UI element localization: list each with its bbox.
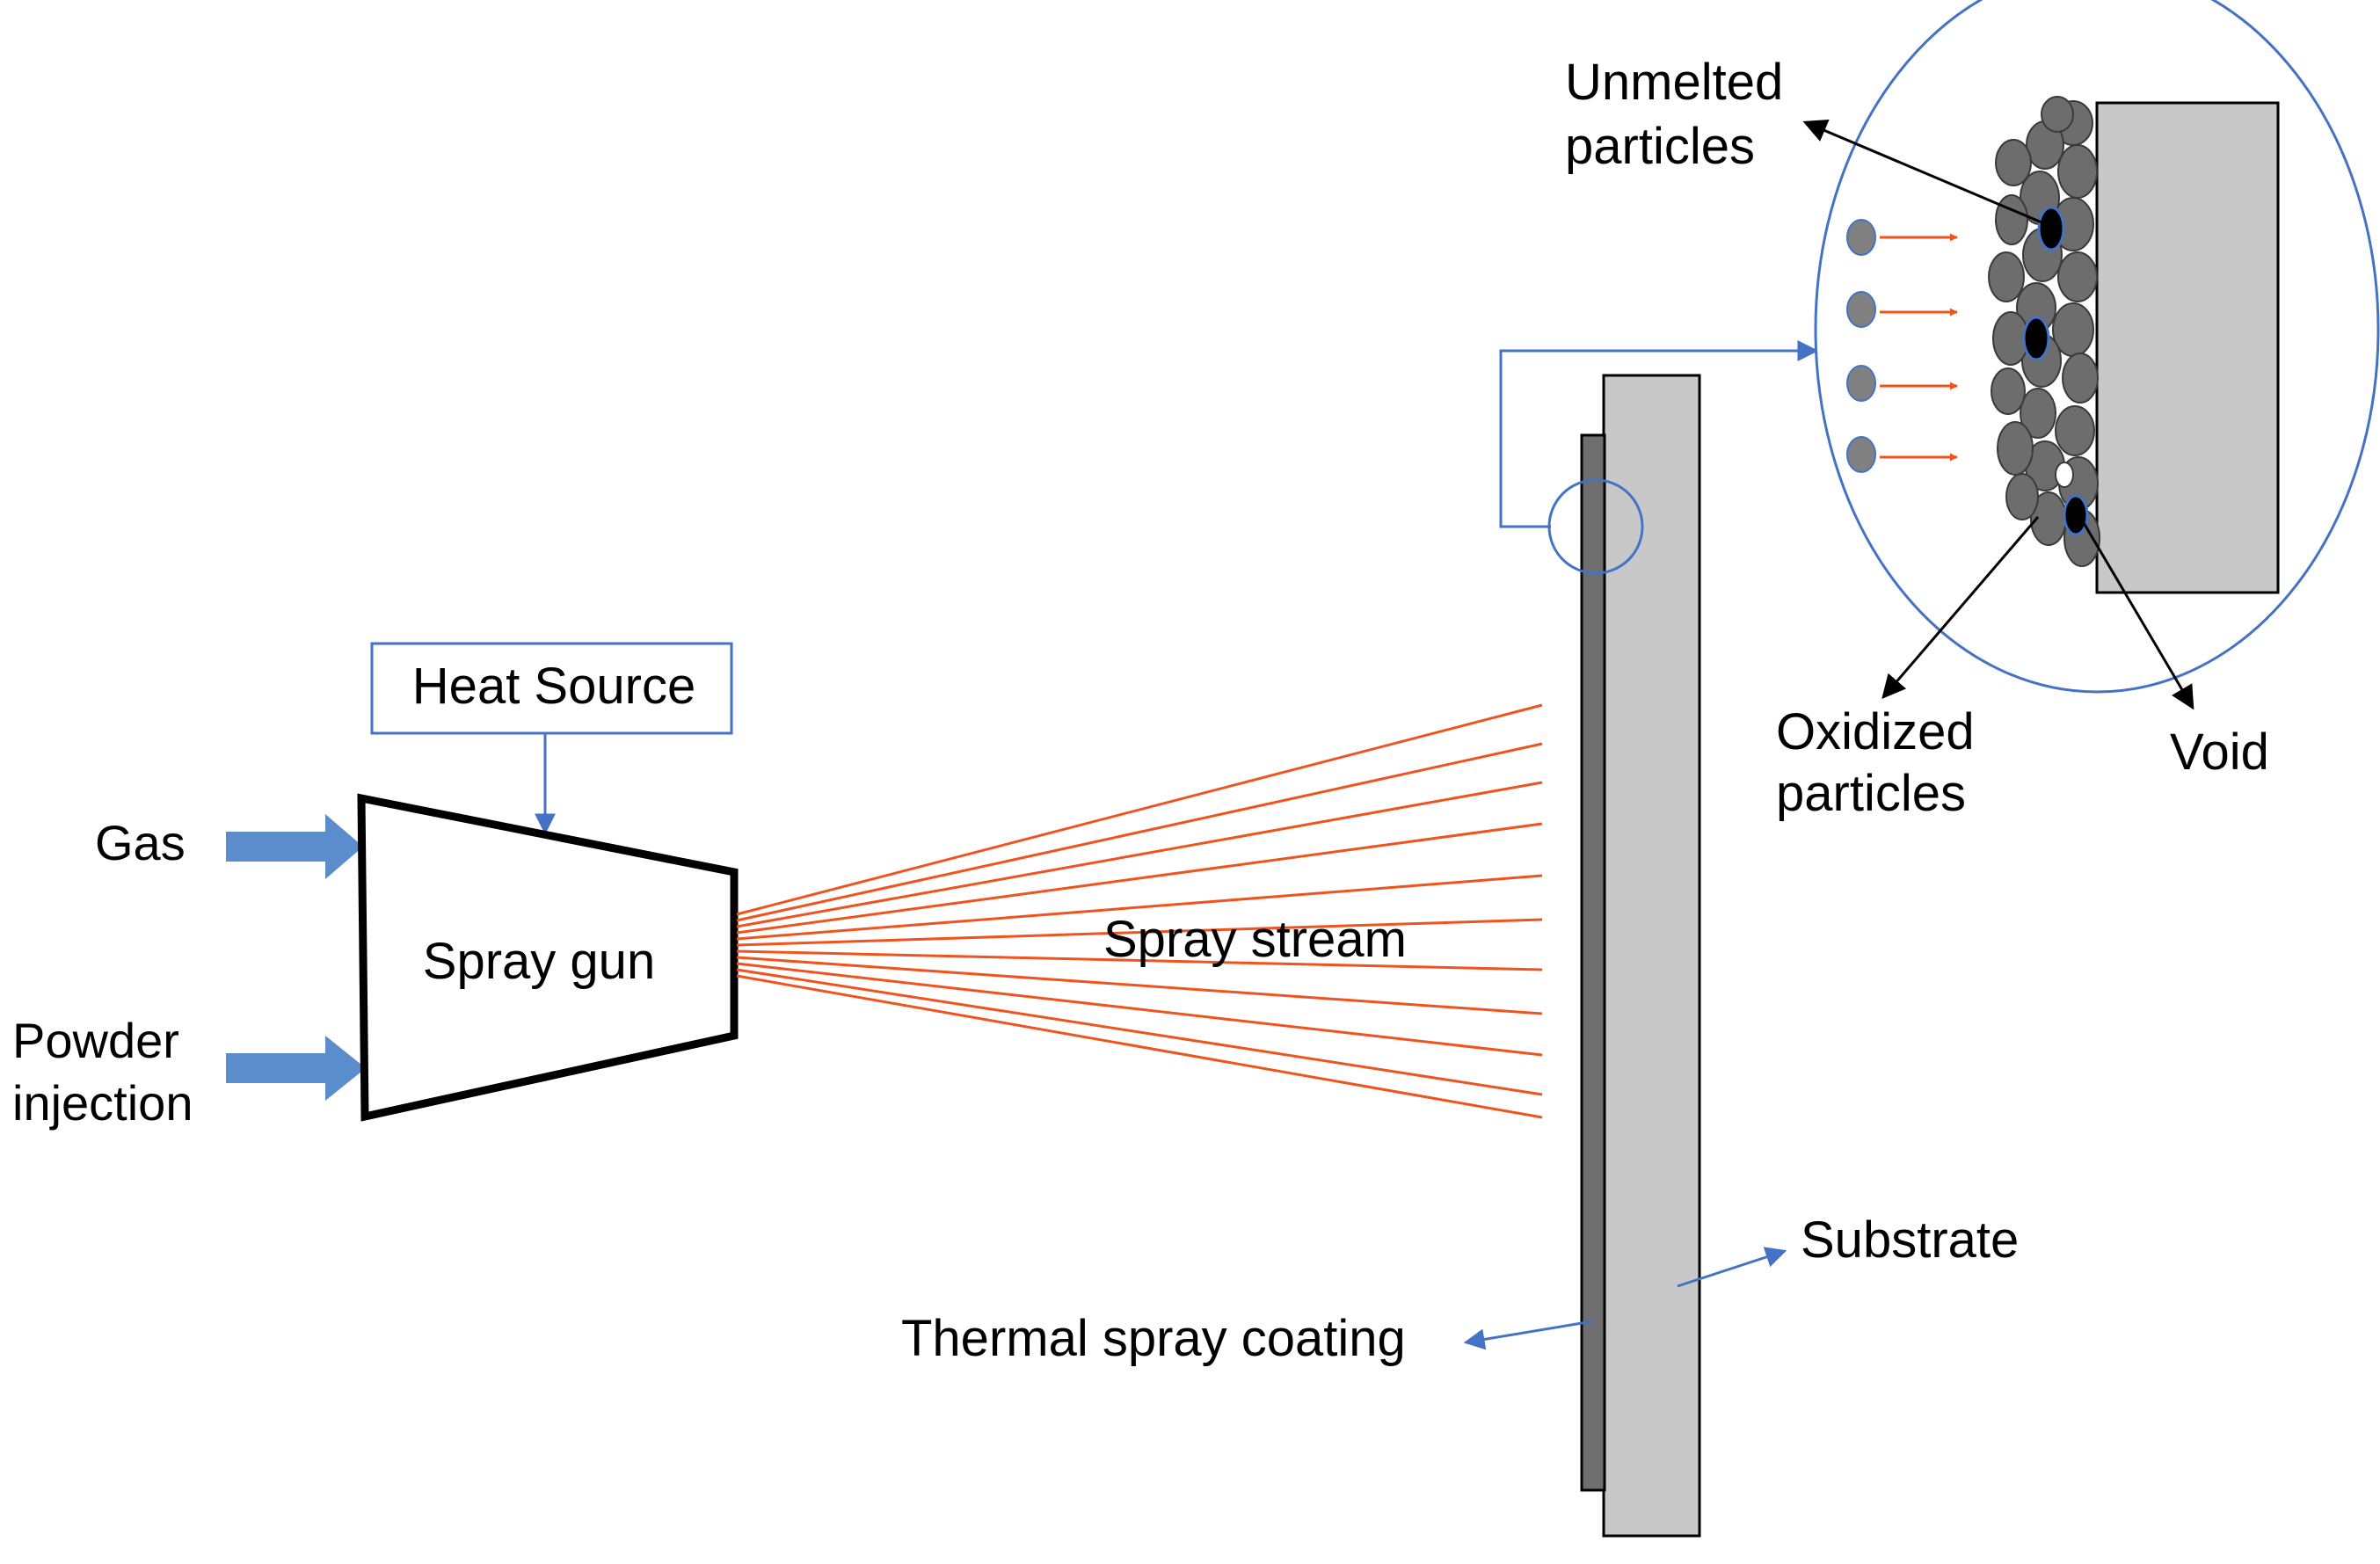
heat-source-label: Heat Source — [412, 658, 695, 715]
incoming-particle — [1846, 436, 1876, 473]
void-leader — [2078, 516, 2194, 710]
zoom-detail — [1814, 0, 2380, 694]
spray-line — [736, 742, 1543, 922]
spray-line — [736, 822, 1543, 935]
substrate-plate — [1602, 374, 1701, 1538]
splat — [1988, 251, 2025, 302]
substrate-label: Substrate — [1801, 1211, 2019, 1269]
void — [2063, 494, 2089, 536]
spray-line — [736, 949, 1543, 971]
splat — [2057, 251, 2098, 302]
splat — [2055, 405, 2095, 456]
splat — [1995, 194, 2028, 245]
splat — [1991, 367, 2026, 415]
splat — [2057, 144, 2098, 199]
zoom-substrate — [2095, 101, 2280, 594]
spray-line — [736, 874, 1543, 941]
unmelted-leader — [1802, 120, 2053, 229]
void-label: Void — [2170, 724, 2269, 781]
coating-layer — [1580, 433, 1606, 1492]
coating-leader — [1463, 1320, 1593, 1350]
incoming-particles — [1846, 219, 1958, 473]
splat — [2062, 353, 2099, 404]
powder-injection-label: Powder injection — [12, 1013, 193, 1131]
splat — [1997, 421, 2034, 476]
void — [2055, 462, 2074, 488]
splat — [1995, 139, 2032, 186]
gas-label: Gas — [95, 815, 186, 870]
oxidized-particles-label-line1: Oxidized — [1776, 703, 1975, 760]
spray-line — [736, 962, 1543, 1057]
splat — [2041, 96, 2074, 133]
splat-layer — [1988, 96, 2100, 567]
unmelted-particles-label-line1: Unmelted — [1565, 54, 1783, 111]
spray-line — [736, 781, 1543, 928]
incoming-particle — [1846, 219, 1876, 256]
splat — [2005, 473, 2039, 520]
unmelted-particles-label: Unmelted particles — [1565, 54, 1797, 175]
spray-line — [736, 968, 1543, 1096]
powder-injection-arrow — [226, 1036, 366, 1101]
oxidized-particles-label-line2: particles — [1776, 765, 1966, 822]
spray-line — [736, 956, 1543, 1015]
powder-injection-label-line2: injection — [12, 1075, 193, 1131]
spray-line — [736, 974, 1543, 1119]
incoming-particle — [1846, 291, 1876, 328]
spray-stream-lines — [736, 703, 1543, 1119]
gas-input-arrow — [226, 814, 363, 879]
oxidized-particles-label: Oxidized particles — [1776, 703, 1989, 822]
substrate-leader — [1677, 1247, 1787, 1288]
spray-gun-body — [357, 793, 739, 1122]
oxidized-leader — [1881, 516, 2040, 700]
heat-source-box: Heat Source — [370, 642, 733, 735]
void — [2037, 206, 2065, 251]
powder-injection-label-line1: Powder — [12, 1013, 179, 1068]
spray-line — [736, 918, 1543, 947]
unmelted-particles-label-line2: particles — [1565, 118, 1755, 175]
spray-gun-label: Spray gun — [423, 933, 655, 990]
splat — [2020, 388, 2056, 439]
spray-line — [736, 703, 1543, 916]
thermal-spray-coating-label: Thermal spray coating — [901, 1310, 1406, 1367]
incoming-particle — [1846, 365, 1876, 402]
spray-stream-label: Spray stream — [1103, 911, 1407, 968]
zoom-leader-line — [1499, 340, 1819, 528]
void — [2022, 316, 2050, 361]
